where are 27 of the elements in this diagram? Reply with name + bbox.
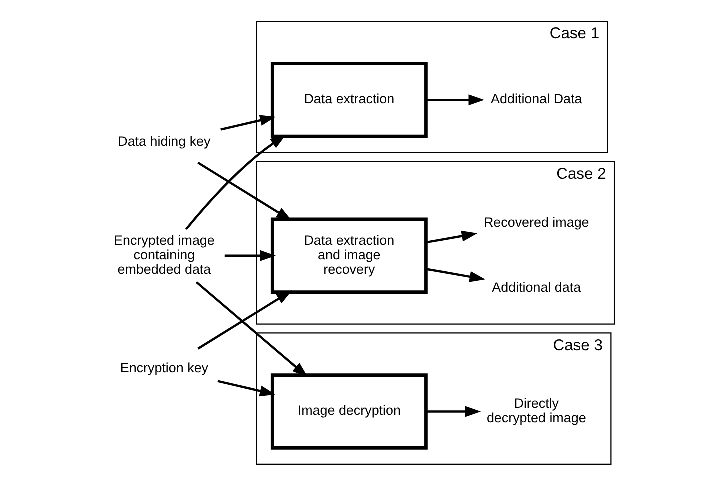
node-box: Data extraction bbox=[270, 62, 428, 138]
node-label: Case 1 bbox=[549, 26, 600, 43]
cluster bbox=[256, 21, 608, 154]
node-label: Case 3 bbox=[552, 337, 602, 354]
arrow bbox=[197, 290, 292, 350]
node-text: Recovered image bbox=[483, 214, 589, 230]
cluster bbox=[256, 161, 615, 325]
node-text: Data hiding key bbox=[118, 134, 210, 150]
arrow bbox=[217, 380, 276, 397]
node-text: Additional data bbox=[492, 280, 581, 295]
arrow bbox=[426, 406, 481, 418]
node-text: Encryption key bbox=[120, 360, 208, 376]
arrow bbox=[184, 134, 286, 230]
arrow bbox=[195, 281, 308, 378]
arrow bbox=[224, 250, 276, 262]
arrow bbox=[197, 162, 292, 222]
arrow bbox=[220, 115, 276, 131]
arrow bbox=[426, 94, 484, 106]
node-box: Data extraction and image recovery bbox=[270, 218, 428, 294]
cluster bbox=[256, 332, 612, 465]
node-label: Case 2 bbox=[556, 166, 606, 183]
node-text: Additional Data bbox=[490, 92, 582, 107]
node-text: Directly decrypted image bbox=[486, 396, 586, 426]
arrow bbox=[426, 268, 486, 282]
arrow bbox=[426, 230, 478, 244]
node-box: Image decryption bbox=[270, 374, 428, 450]
node-text: Encrypted image containing embedded data bbox=[114, 232, 214, 277]
